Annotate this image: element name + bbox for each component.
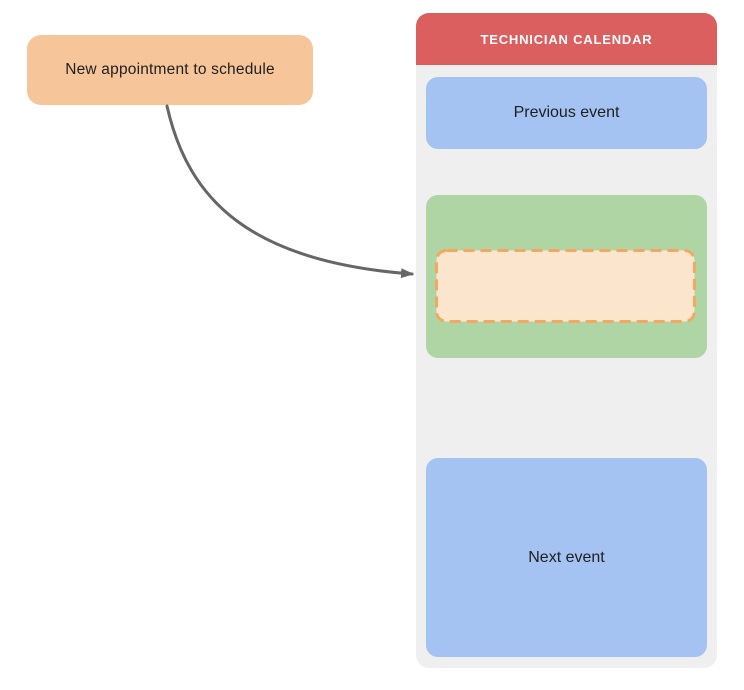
technician-calendar-panel: TECHNICIAN CALENDAR Previous event Next … [416, 13, 717, 668]
next-event-label: Next event [528, 548, 605, 566]
arrow-path [165, 104, 414, 279]
next-event-block[interactable]: Next event [426, 458, 707, 657]
dashed-slot-outline [435, 249, 696, 323]
new-appointment-box[interactable]: New appointment to schedule [27, 35, 313, 105]
calendar-header: TECHNICIAN CALENDAR [416, 13, 717, 65]
previous-event-label: Previous event [513, 104, 620, 121]
calendar-title: TECHNICIAN CALENDAR [480, 31, 653, 47]
availability-block [426, 195, 707, 358]
previous-event-block[interactable]: Previous event [426, 77, 707, 149]
new-appointment-label: New appointment to schedule [65, 61, 275, 78]
new-appointment-slot[interactable] [435, 249, 696, 323]
